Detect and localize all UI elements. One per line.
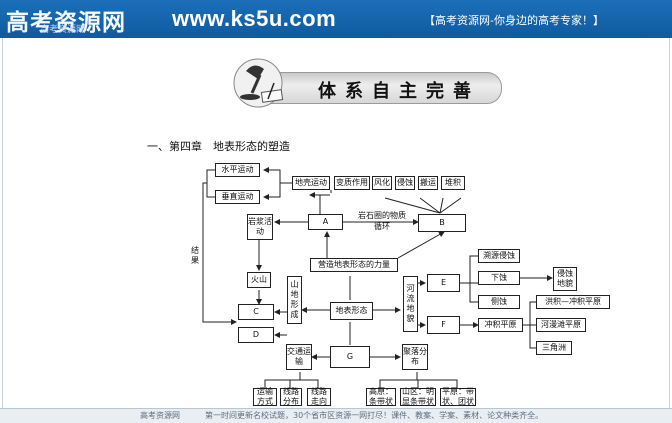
node-d: D (238, 327, 274, 343)
node-shaping-forces: 营造地表形态的力量 (310, 258, 398, 272)
node-transport-mode: 运输方式 (253, 387, 277, 406)
site-slogan: 【高考资源网-你身边的高考专家！】 (424, 14, 604, 27)
node-erosional-landform: 侵蚀地貌 (553, 267, 577, 291)
node-weathering: 风化 (372, 176, 392, 190)
footer-notice: 第一时间更新名校试题，30个省市区资源一网打尽！课件、教案、学案、素材、论文种类… (205, 411, 544, 420)
node-landform-center: 地表形态 (330, 302, 373, 320)
footer-brand: 高考资源网 (140, 411, 180, 420)
node-pluvial-alluvial-plain: 洪积—冲积平原 (536, 295, 610, 309)
node-crust-movement: 地壳运动 (292, 176, 330, 190)
node-plateau-settlement: 高原：条带状 (366, 387, 396, 406)
label-result: 结果 (191, 246, 199, 265)
node-horizontal-movement: 水平运动 (215, 163, 260, 177)
node-down-cutting: 下蚀 (478, 271, 520, 285)
node-lateral-erosion: 侧蚀 (478, 295, 520, 309)
node-g: G (330, 346, 370, 368)
brand-subtext: 高考资源网 (40, 25, 86, 35)
node-alluvial-plain: 冲积平原 (478, 318, 523, 332)
node-e: E (427, 274, 460, 292)
header-banner: 高考资源网 高考资源网 www.ks5u.com 【高考资源网-你身边的高考专家… (0, 0, 672, 38)
node-mountain-formation: 山地形成 (287, 276, 302, 324)
node-plain-settlement: 平原：带状、团状 (440, 387, 476, 406)
node-route-distribution: 线路分布 (280, 387, 302, 406)
node-b: B (418, 214, 466, 232)
node-delta: 三角洲 (536, 341, 572, 355)
footer-bar: 高考资源网 第一时间更新名校试题，30个省市区资源一网打尽！课件、教案、学案、素… (0, 408, 672, 423)
chapter-heading: 一、第四章 地表形态的塑造 (147, 140, 290, 153)
node-erosion: 侵蚀 (395, 176, 415, 190)
desk-lamp-icon (233, 58, 284, 108)
node-route-direction: 线路走向 (307, 387, 331, 406)
node-river-landform: 河流地貌 (403, 276, 418, 332)
brand-logo: 高考资源网 (6, 9, 126, 36)
node-transportation: 交通运输 (286, 344, 312, 370)
node-f: F (427, 316, 460, 334)
node-headward-erosion: 溯源侵蚀 (478, 249, 520, 263)
label-rock-cycle: 岩石圈的物质循环 (358, 211, 406, 231)
node-mountain-settlement: 山区：明显条带状 (400, 387, 436, 406)
node-magma-activity: 岩浆活动 (247, 214, 273, 240)
site-url[interactable]: www.ks5u.com (172, 6, 337, 31)
node-metamorphism: 变质作用 (334, 176, 370, 190)
node-vertical-movement: 垂直运动 (215, 190, 260, 204)
section-title-band (245, 72, 502, 104)
node-floodplain: 河漫滩平原 (536, 318, 586, 332)
node-a: A (308, 214, 343, 230)
section-title: 体系自主完善 (318, 81, 480, 102)
node-c: C (238, 304, 274, 320)
node-deposition: 堆积 (441, 176, 465, 190)
node-settlement-distribution: 聚落分布 (402, 344, 428, 370)
node-volcano: 火山 (247, 272, 271, 288)
node-transport: 搬运 (418, 176, 438, 190)
